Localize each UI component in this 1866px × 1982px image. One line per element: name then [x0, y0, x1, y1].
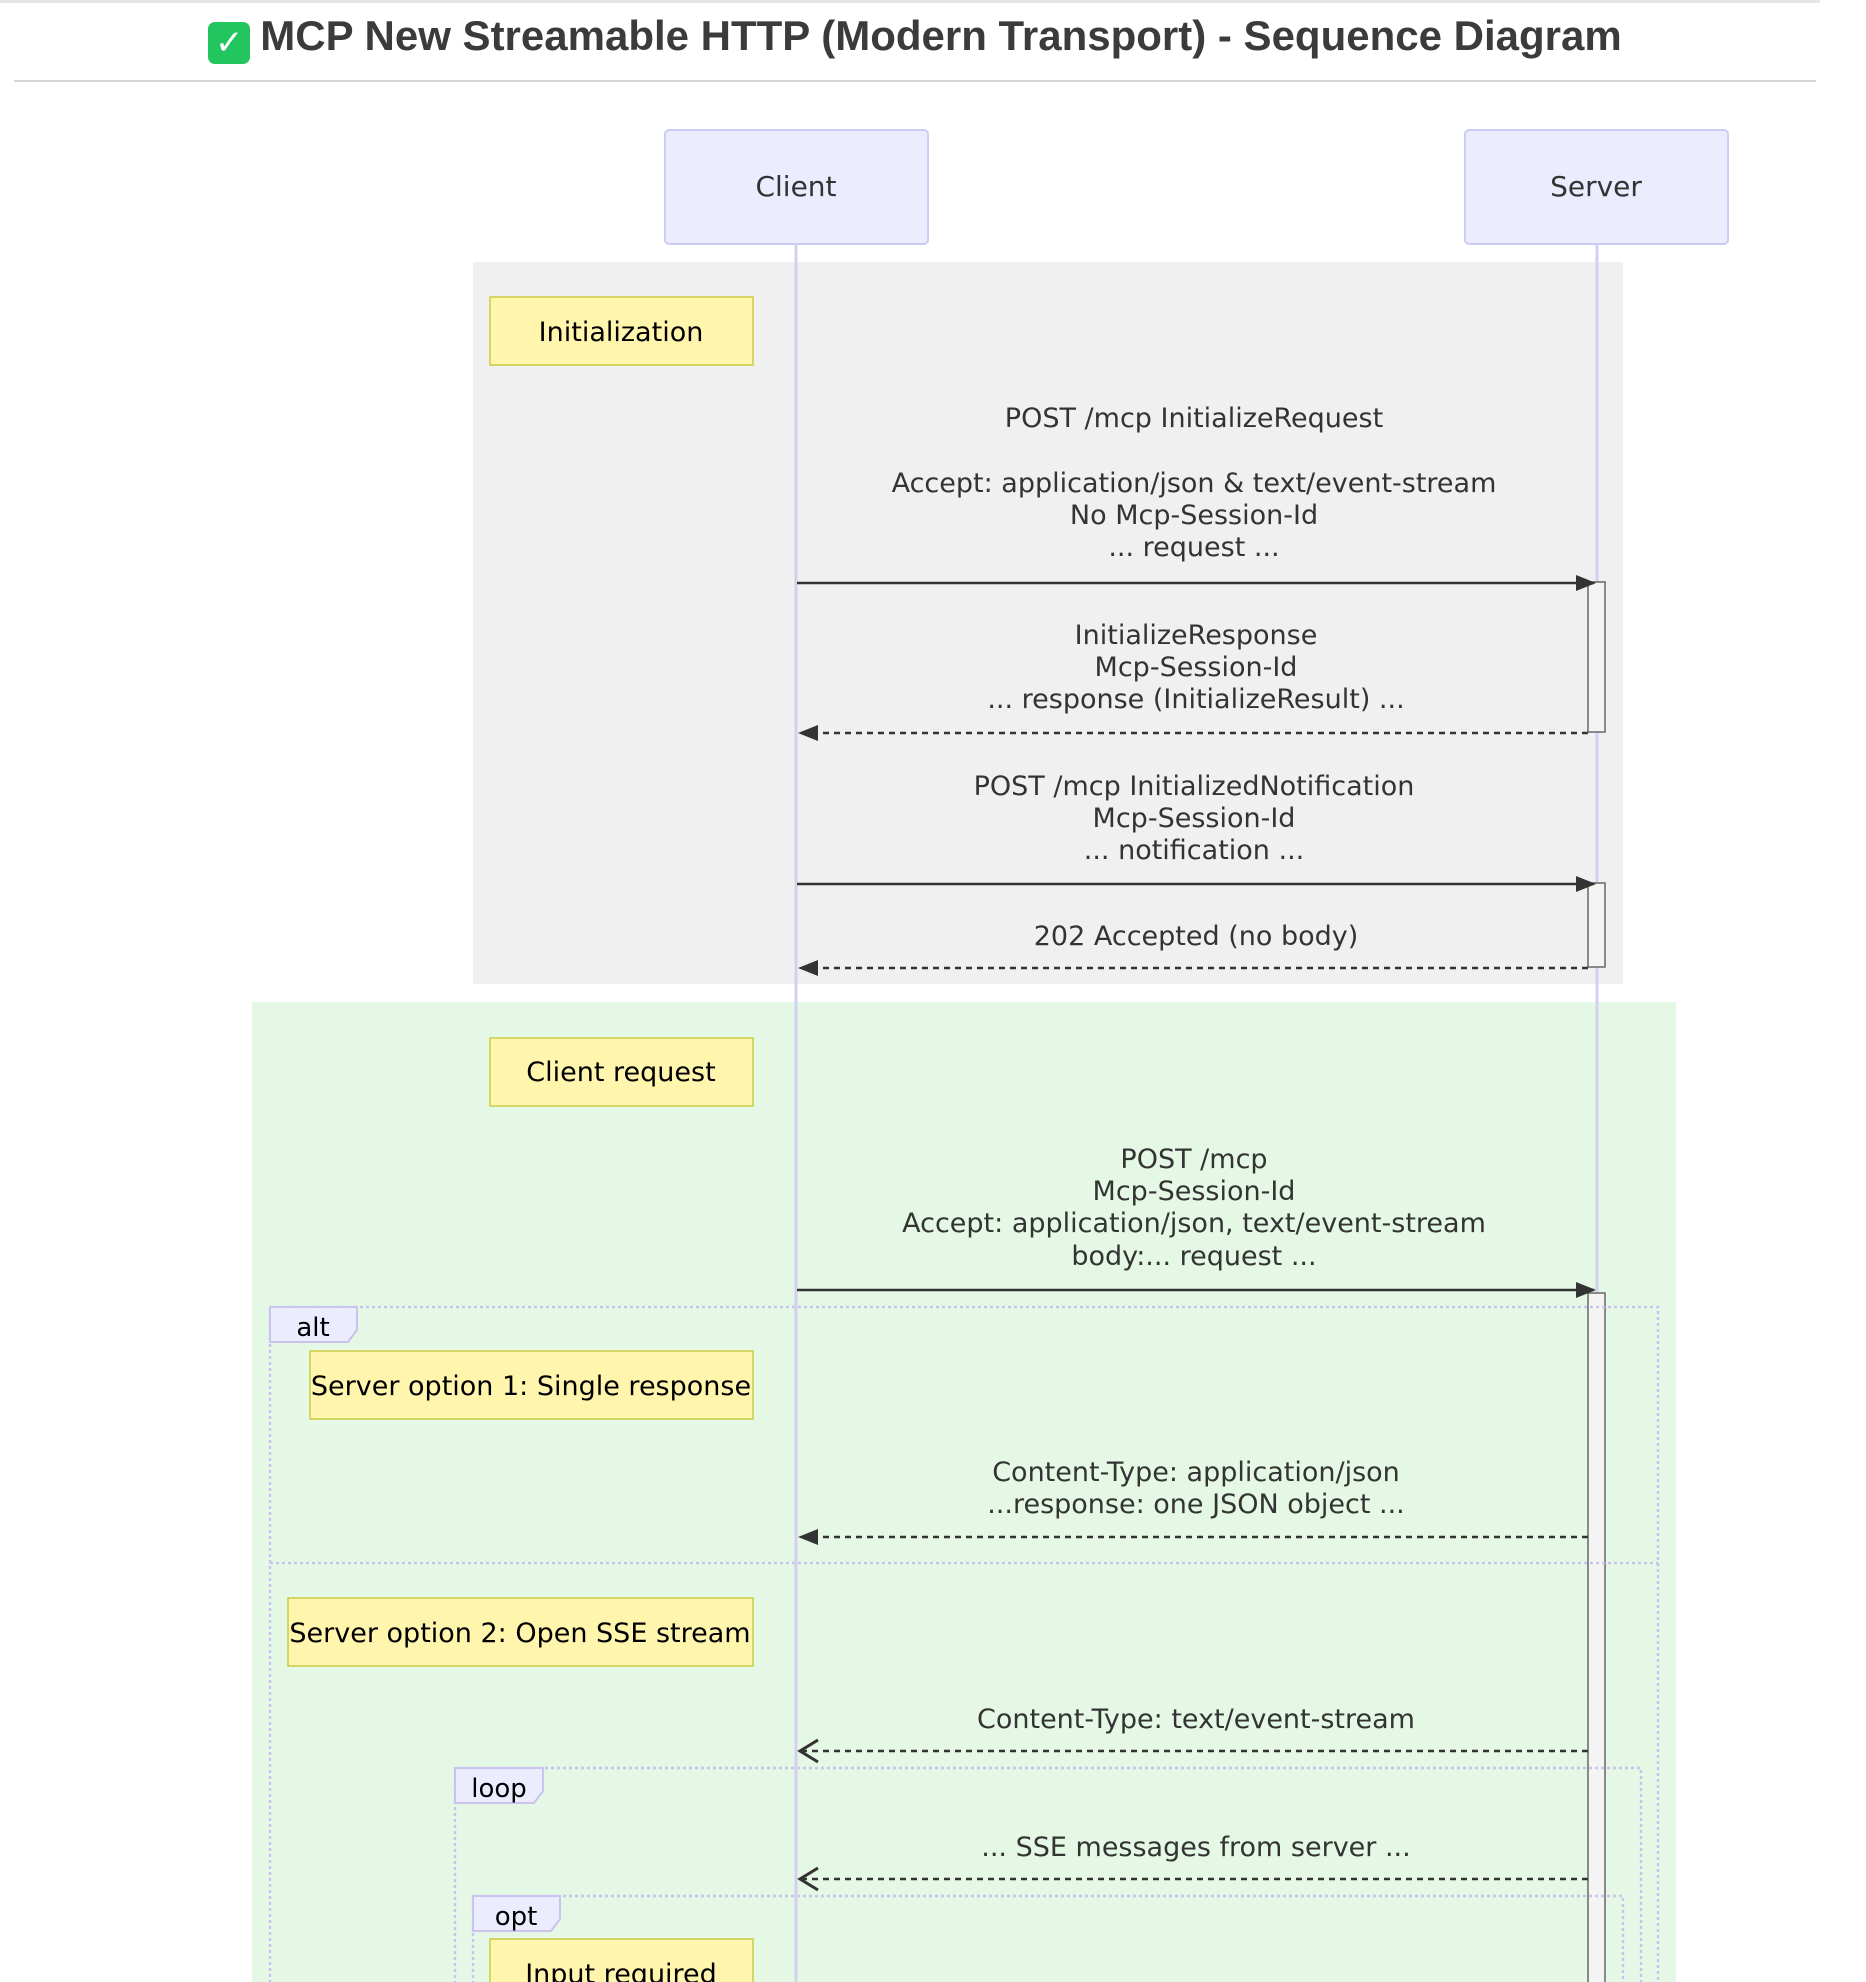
alt-fragment-label-box [269, 1306, 358, 1343]
message-line: Content-Type: application/json [992, 1457, 1400, 1488]
loop-fragment-label-box [454, 1767, 544, 1804]
message-line: ... SSE messages from server ... [981, 1832, 1410, 1863]
message-line: Mcp-Session-Id [1093, 1176, 1296, 1207]
message-line: Mcp-Session-Id [1093, 803, 1296, 834]
note-client-request-text: Client request [526, 1057, 715, 1088]
message-post-mcp-request: POST /mcp Mcp-Session-Id Accept: applica… [797, 1144, 1596, 1298]
top-border [0, 0, 1820, 3]
open-arrowhead [797, 1866, 819, 1892]
message-event-stream-open: Content-Type: text/event-stream [797, 1704, 1588, 1764]
opt-fragment [471, 1894, 1625, 1982]
page-title: ✓MCP New Streamable HTTP (Modern Transpo… [14, 12, 1816, 64]
message-sse-messages: ... SSE messages from server ... [797, 1832, 1588, 1892]
server-activation-2 [1587, 882, 1606, 968]
message-line: InitializeResponse [1075, 620, 1318, 651]
message-json-response: Content-Type: application/json ...respon… [798, 1457, 1588, 1545]
message-line: Mcp-Session-Id [1095, 652, 1298, 683]
message-initialized-notification: POST /mcp InitializedNotification Mcp-Se… [797, 771, 1596, 892]
note-option2 [287, 1597, 754, 1667]
message-line: ... notification ... [1084, 835, 1305, 866]
header: ✓MCP New Streamable HTTP (Modern Transpo… [14, 0, 1816, 82]
note-initialization-text: Initialization [539, 317, 704, 348]
message-line: Content-Type: text/event-stream [977, 1704, 1415, 1735]
message-202-accepted: 202 Accepted (no body) [798, 921, 1588, 976]
open-arrowhead [797, 1738, 819, 1764]
note-option2-text: Server option 2: Open SSE stream [289, 1618, 750, 1649]
alt-fragment [268, 1305, 1660, 1982]
server-activation-1 [1587, 581, 1606, 733]
server-participant-label: Server [1550, 170, 1642, 203]
message-line: ...response: one JSON object ... [987, 1489, 1405, 1520]
message-initialize-request: POST /mcp InitializeRequest Accept: appl… [797, 403, 1596, 591]
message-line: Accept: application/json, text/event-str… [902, 1208, 1486, 1239]
client-participant-label: Client [755, 170, 836, 203]
message-line: POST /mcp InitializeRequest [1005, 403, 1383, 434]
check-mark-icon: ✓ [208, 22, 251, 64]
loop-fragment-label: loop [471, 1774, 527, 1804]
opt-fragment-label: opt [495, 1902, 538, 1932]
client-request-rect [252, 1002, 1676, 1982]
message-line: body:... request ... [1071, 1241, 1316, 1272]
message-line: POST /mcp [1120, 1144, 1267, 1175]
message-line: ... response (InitializeResult) ... [987, 684, 1404, 715]
message-line: POST /mcp InitializedNotification [974, 771, 1415, 802]
opt-fragment-label-box [472, 1895, 561, 1932]
message-line: No Mcp-Session-Id [1070, 500, 1318, 531]
note-option1-text: Server option 1: Single response [311, 1371, 751, 1402]
note-input-required [489, 1938, 754, 1982]
note-client-request [489, 1037, 754, 1107]
server-activation-3 [1587, 1292, 1606, 1982]
alt-fragment-label: alt [296, 1313, 329, 1343]
message-line: ... request ... [1108, 532, 1279, 563]
note-initialization [489, 296, 754, 366]
note-input-required-text: Input required [525, 1959, 717, 1982]
title-text: MCP New Streamable HTTP (Modern Transpor… [260, 12, 1622, 59]
message-initialize-response: InitializeResponse Mcp-Session-Id ... re… [798, 620, 1588, 741]
note-option1 [309, 1350, 754, 1420]
initialization-rect [473, 262, 1623, 984]
message-line: 202 Accepted (no body) [1034, 921, 1359, 952]
message-line: Accept: application/json & text/event-st… [892, 468, 1497, 499]
